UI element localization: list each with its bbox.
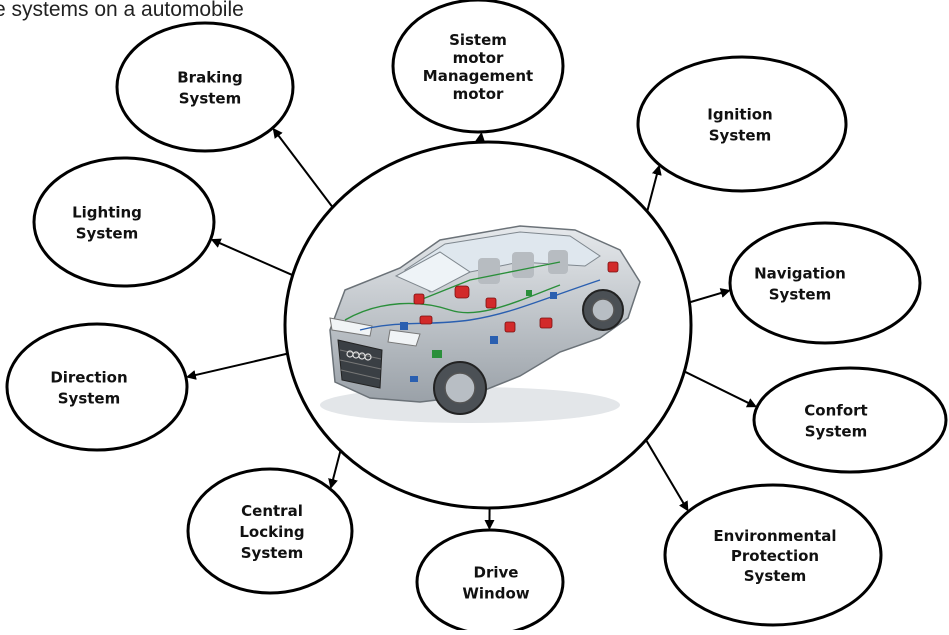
connector-arrow-lighting [213,240,293,275]
node-ellipse-navigation [730,223,920,343]
node-label-drive-window: Window [462,585,529,603]
node-ellipse-comfort [754,368,946,472]
connector-arrow-ignition [647,167,659,212]
node-label-direction: Direction [50,369,127,387]
node-label-engine-management: Sistem [449,31,507,49]
node-label-central-locking: Locking [239,523,304,541]
connector-arrow-braking [274,129,333,207]
node-label-ignition: Ignition [707,106,772,124]
node-label-engine-management: motor [453,85,504,103]
node-label-braking: System [179,90,241,108]
node-label-engine-management: motor [453,49,504,67]
node-label-ignition: System [709,127,771,145]
node-ellipse-ignition [638,57,846,191]
node-label-drive-window: Drive [474,564,519,582]
node-label-engine-management: Management [423,67,533,85]
node-label-comfort: System [805,423,867,441]
node-label-environmental: System [744,567,806,585]
node-label-braking: Braking [177,69,243,87]
node-ellipse-braking [117,23,293,151]
node-label-environmental: Protection [731,547,819,565]
node-label-navigation: Navigation [754,265,846,283]
node-label-lighting: System [76,225,138,243]
connector-arrow-navigation [689,291,728,303]
node-label-central-locking: Central [241,502,303,520]
node-ellipse-direction [7,324,187,450]
connector-arrow-central-locking [331,451,340,487]
node-label-direction: System [58,390,120,408]
connector-arrow-environmental [646,440,687,510]
node-label-central-locking: System [241,544,303,562]
node-label-environmental: Environmental [713,527,836,545]
caption-text: e systems on a automobile [0,0,244,21]
node-ellipse-lighting [34,158,214,286]
node-label-lighting: Lighting [72,204,142,222]
connector-arrow-comfort [684,371,755,406]
connector-arrow-direction [188,354,288,377]
node-label-comfort: Confort [804,402,867,420]
node-label-navigation: System [769,286,831,304]
